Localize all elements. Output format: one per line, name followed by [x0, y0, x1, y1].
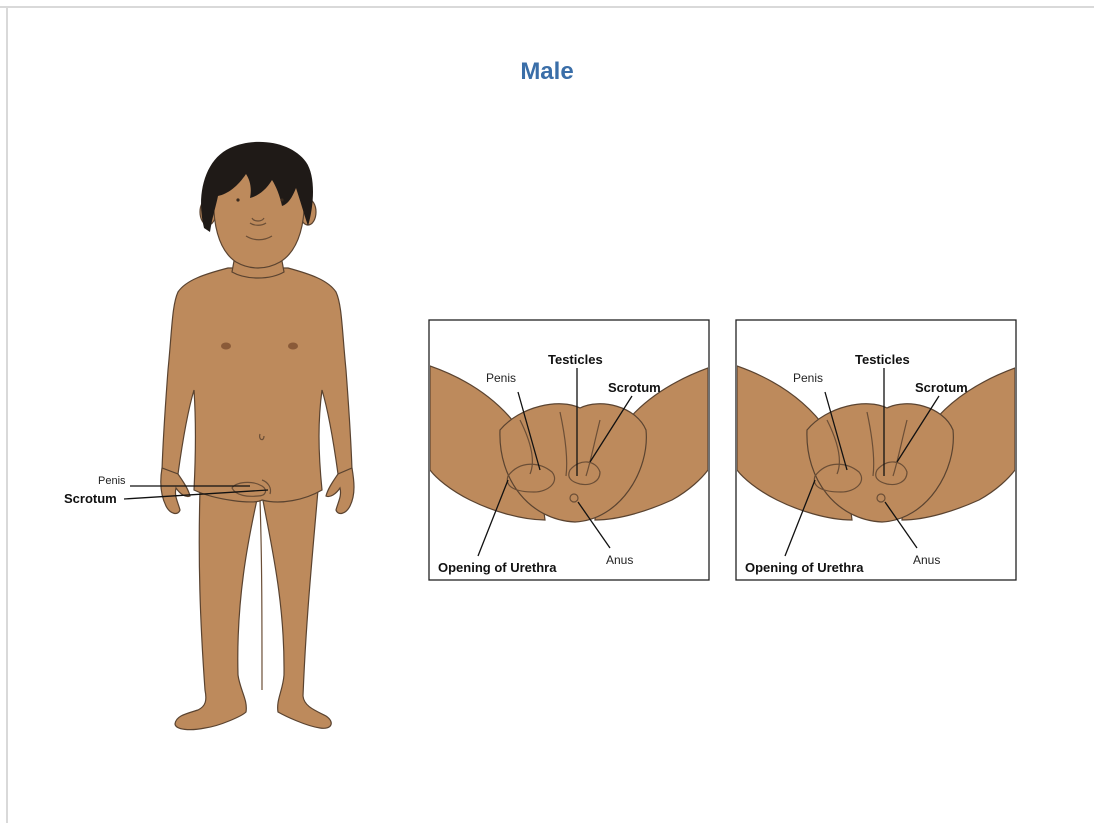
inset-1-label-testicles: Testicles — [548, 352, 603, 367]
inset-1-label-opening-of-urethra: Opening of Urethra — [438, 560, 557, 575]
left-eye — [236, 198, 239, 201]
inset-2-label-penis: Penis — [793, 371, 823, 385]
body-label-penis: Penis — [98, 475, 126, 487]
inset-2-label-anus: Anus — [913, 553, 940, 567]
inset-2-label-opening-of-urethra: Opening of Urethra — [745, 560, 864, 575]
inset-diagram-2: Testicles Penis Scrotum Opening of Ureth… — [736, 320, 1016, 580]
inset-2-label-scrotum: Scrotum — [915, 380, 968, 395]
left-nipple — [221, 343, 231, 350]
right-nipple — [288, 343, 298, 350]
inset-1-label-anus: Anus — [606, 553, 633, 567]
inset-diagram-1: Testicles Penis Scrotum Opening of Ureth… — [429, 320, 709, 580]
left-hand — [161, 468, 190, 513]
torso — [162, 268, 352, 502]
right-hand — [326, 468, 354, 513]
right-eye — [280, 198, 283, 201]
right-leg — [262, 490, 331, 728]
left-leg — [175, 490, 258, 730]
body-label-scrotum: Scrotum — [64, 491, 117, 506]
inset-1-label-scrotum: Scrotum — [608, 380, 661, 395]
inset-2-label-testicles: Testicles — [855, 352, 910, 367]
child-body-figure — [161, 142, 354, 730]
inset-1-label-penis: Penis — [486, 371, 516, 385]
leg-gap — [260, 500, 262, 690]
